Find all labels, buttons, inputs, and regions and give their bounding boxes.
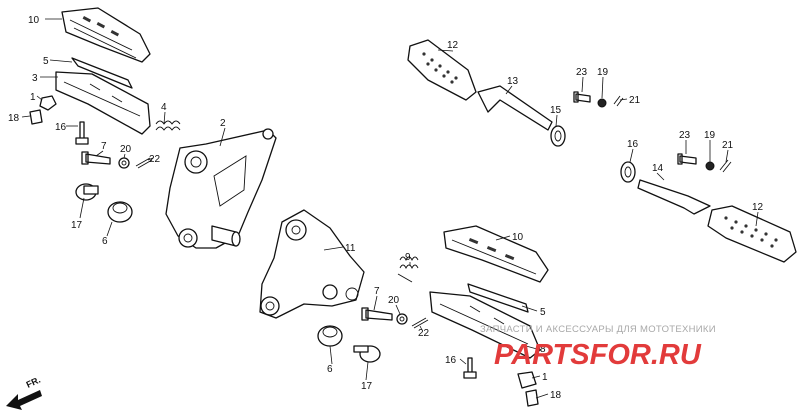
watermark-logo: PARTSFOR.RU xyxy=(494,339,702,371)
footpeg-lower-8 xyxy=(429,291,541,359)
callout-2: 2 xyxy=(220,118,226,129)
footpeg-rubber-left xyxy=(61,7,151,63)
callout-14: 14 xyxy=(652,163,664,174)
footpeg-rubber-lower-10 xyxy=(443,225,549,283)
callout-labels: 10 5 3 1 18 16 4 7 20 22 2 17 6 12 13 23… xyxy=(8,15,764,401)
pin-23-right xyxy=(677,153,697,165)
callout-17-lower: 17 xyxy=(361,381,373,392)
footpeg-rubber-12-top xyxy=(407,39,477,101)
washer-15-top xyxy=(550,125,566,147)
bolt-left-16 xyxy=(75,121,89,145)
rubber-left-6 xyxy=(107,201,133,223)
callout-4: 4 xyxy=(161,102,167,113)
cotter-21-top xyxy=(613,95,624,107)
bolt-lower-18 xyxy=(525,389,539,407)
plate-lower-5 xyxy=(467,283,529,313)
callout-17: 17 xyxy=(71,220,83,231)
callout-3: 3 xyxy=(32,73,38,84)
callout-21-top: 21 xyxy=(629,95,641,106)
step-holder-bracket-11 xyxy=(259,209,365,319)
callout-22-lower: 22 xyxy=(418,328,430,339)
callout-13: 13 xyxy=(507,76,519,87)
callout-23-right: 23 xyxy=(679,130,691,141)
washer-lower-20 xyxy=(396,313,408,325)
rubber-lower-17 xyxy=(353,345,381,363)
pin-23-top xyxy=(573,91,591,103)
callout-22: 22 xyxy=(149,154,161,165)
callout-9: 9 xyxy=(405,252,411,263)
callout-1-lower: 1 xyxy=(542,372,548,383)
pin-lower-7 xyxy=(361,307,393,321)
spring-9 xyxy=(397,256,419,283)
callout-6: 6 xyxy=(102,236,108,247)
washer-19-top xyxy=(597,98,607,108)
step-holder-bracket-2 xyxy=(165,128,277,249)
rubber-lower-6 xyxy=(317,325,343,347)
callout-19-top: 19 xyxy=(597,67,609,78)
callout-18-lower: 18 xyxy=(550,390,562,401)
callout-16-lower: 16 xyxy=(445,355,457,366)
callout-6-lower: 6 xyxy=(327,364,333,375)
cotter-21-right xyxy=(719,159,732,173)
bolt-lower-16 xyxy=(463,357,477,379)
callout-12-top: 12 xyxy=(447,40,459,51)
footpeg-bar-13 xyxy=(477,85,553,131)
callout-18: 18 xyxy=(8,113,20,124)
callout-1: 1 xyxy=(30,92,36,103)
callout-10-lower: 10 xyxy=(512,232,524,243)
callout-20: 20 xyxy=(120,144,132,155)
washer-left-20 xyxy=(118,157,130,169)
watermark-text: ЗАПЧАСТИ И АКСЕССУАРЫ ДЛЯ МОТОТЕХНИКИ xyxy=(480,324,716,335)
callout-21-right: 21 xyxy=(722,140,734,151)
cotter-pin-lower-22 xyxy=(411,317,429,329)
front-direction-arrow: FR. xyxy=(6,375,42,410)
nut-lower-1 xyxy=(517,371,537,389)
footpeg-plate-left xyxy=(71,57,133,89)
footpeg-rubber-12-right xyxy=(707,205,797,263)
front-label: FR. xyxy=(25,375,42,390)
callout-19-right: 19 xyxy=(704,130,716,141)
callout-5-lower: 5 xyxy=(540,307,546,318)
callout-15-top: 15 xyxy=(550,105,562,116)
callout-5: 5 xyxy=(43,56,49,67)
washer-19-right xyxy=(705,161,715,171)
pin-left-7 xyxy=(81,151,111,165)
footpeg-left xyxy=(55,71,151,135)
callout-20-lower: 20 xyxy=(388,295,400,306)
callout-16: 16 xyxy=(55,122,67,133)
cotter-pin-left-22 xyxy=(135,157,153,169)
callout-10: 10 xyxy=(28,15,40,26)
bolt-left-18 xyxy=(29,109,43,125)
callout-15-right: 16 xyxy=(627,139,639,150)
footpeg-bar-14 xyxy=(637,179,711,215)
callout-11: 11 xyxy=(345,243,356,254)
callout-8: 8 xyxy=(540,344,546,355)
callout-23-top: 23 xyxy=(576,67,588,78)
spring-left-4 xyxy=(155,120,181,131)
rubber-left-17 xyxy=(75,183,99,201)
callout-7-lower: 7 xyxy=(374,286,380,297)
nut-left-1 xyxy=(39,95,57,111)
washer-15-right xyxy=(620,161,636,183)
leader-lines xyxy=(21,18,759,399)
callout-7: 7 xyxy=(101,141,107,152)
callout-12-right: 12 xyxy=(752,202,764,213)
